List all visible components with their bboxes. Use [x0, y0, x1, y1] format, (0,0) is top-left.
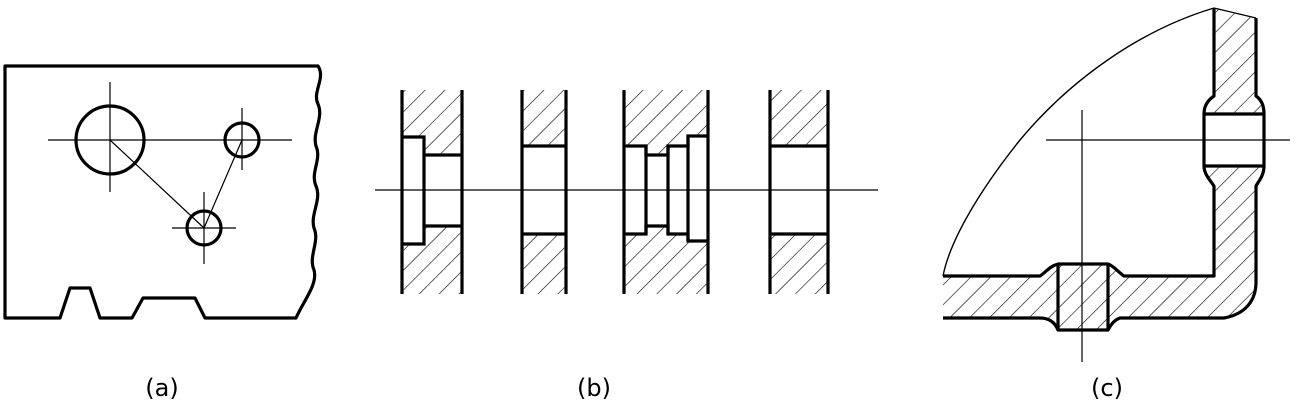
caption-b: (b) [577, 374, 611, 402]
section-b4 [768, 90, 830, 294]
section-b3 [622, 90, 710, 294]
panel-a [3, 64, 323, 320]
wall-section-hatch [1204, 8, 1264, 114]
plate-outline [3, 64, 323, 320]
wall-section-hatch-2 [943, 166, 1264, 330]
caption-c: (c) [1091, 374, 1123, 402]
section-b1 [400, 90, 464, 294]
section-b2 [520, 90, 568, 294]
centerlines-a [48, 82, 292, 264]
break-curve [942, 7, 1215, 277]
break-line-top [1213, 7, 1257, 19]
caption-a: (a) [145, 374, 178, 402]
centerlines-c [1046, 110, 1290, 362]
panel-b [375, 90, 878, 294]
panel-c [942, 7, 1290, 362]
